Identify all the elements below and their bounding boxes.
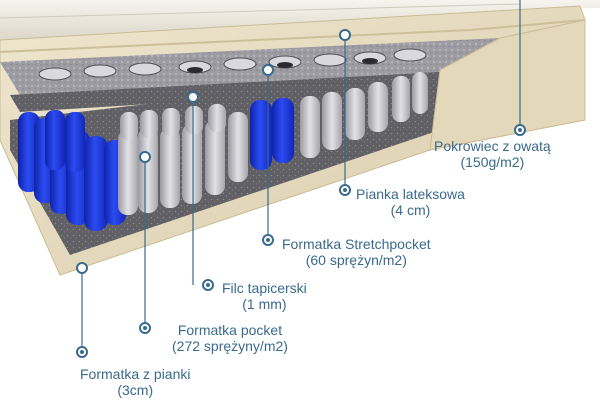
label-cover-title: Pokrowiec z owatą	[434, 138, 551, 154]
label-stretchpocket: Formatka Stretchpocket (60 sprężyn/m2)	[282, 236, 431, 268]
leader-markers	[76, 29, 526, 358]
label-pocket: Formatka pocket (272 sprężyny/m2)	[172, 322, 288, 354]
cover-top	[0, 0, 600, 40]
label-foam-title: Formatka z pianki	[80, 366, 191, 382]
felt-layer	[10, 72, 440, 112]
leader-lines	[81, 0, 521, 352]
label-pocket-spec: (272 sprężyny/m2)	[172, 338, 288, 354]
frame-right-edge	[429, 19, 586, 151]
frame-top-edge	[0, 19, 586, 53]
pocket-springs-grey	[118, 72, 428, 215]
leader-marker-centers	[80, 128, 522, 354]
label-felt-title: Filc tapicerski	[222, 280, 307, 296]
label-latex-spec: (4 cm)	[390, 202, 431, 218]
label-foam: Formatka z pianki (3cm)	[80, 366, 190, 398]
label-cover-spec: (150g/m2)	[460, 154, 525, 170]
label-pocket-title: Formatka pocket	[177, 322, 283, 338]
label-latex: Pianka lateksowa (4 cm)	[356, 186, 465, 218]
label-foam-spec: (3cm)	[117, 382, 154, 398]
label-felt: Filc tapicerski (1 mm)	[222, 280, 307, 312]
pocket-springs-blue	[18, 98, 294, 231]
label-stretchpocket-title: Formatka Stretchpocket	[282, 236, 431, 252]
label-felt-spec: (1 mm)	[242, 296, 287, 312]
stretchpocket-coil-centers	[187, 58, 378, 73]
label-stretchpocket-spec: (60 sprężyn/m2)	[305, 252, 407, 268]
label-cover: Pokrowiec z owatą (150g/m2)	[434, 138, 551, 170]
label-latex-title: Pianka lateksowa	[356, 186, 465, 202]
